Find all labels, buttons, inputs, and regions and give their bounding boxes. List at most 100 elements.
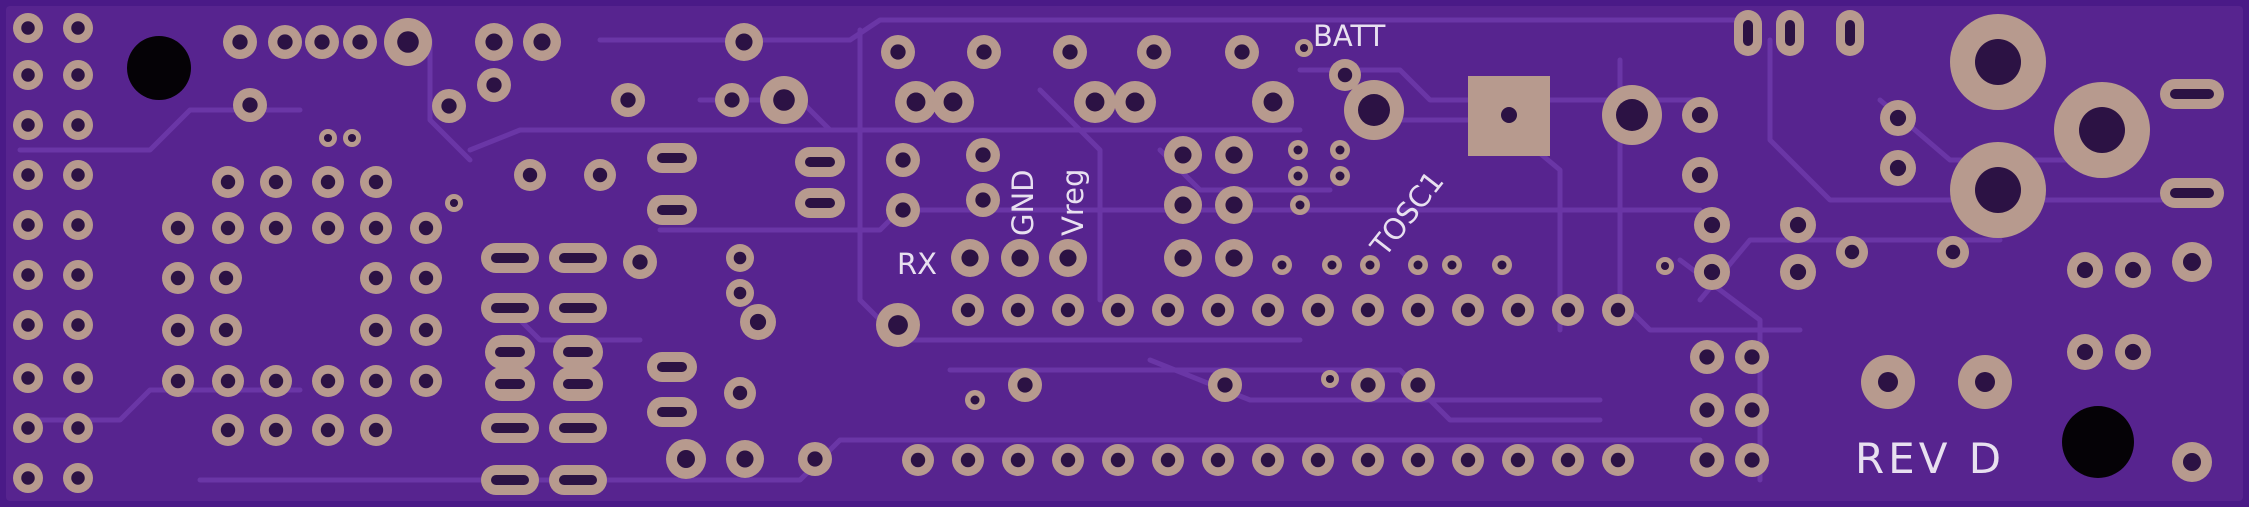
pad-32	[611, 83, 645, 117]
pad-drill	[1699, 349, 1715, 365]
pad-drill	[21, 371, 35, 385]
pad-35	[760, 76, 808, 124]
oval-slot	[1785, 20, 1795, 46]
pad-94	[967, 35, 1001, 69]
pad-drill	[533, 33, 551, 51]
pad-68	[549, 293, 607, 323]
trace-3	[467, 127, 1303, 153]
pad-drill	[1365, 260, 1375, 270]
mounting-hole-left	[127, 36, 191, 100]
pad-drill	[268, 422, 284, 438]
pad-drill	[1975, 372, 1995, 392]
batt-label: BATT	[1313, 19, 1386, 53]
pad-79	[795, 147, 845, 177]
pad-109	[886, 193, 920, 227]
pad-122	[1288, 140, 1308, 160]
pad-drill	[1789, 216, 1807, 234]
trace-2	[597, 17, 1753, 43]
pad-8	[13, 413, 43, 443]
pad-drill	[21, 218, 35, 232]
pad-drill	[71, 168, 85, 182]
pad-drill	[1460, 302, 1476, 318]
pad-drill	[961, 249, 979, 267]
mounting-hole-right	[2062, 406, 2134, 478]
pad-drill	[320, 422, 336, 438]
pad-82	[647, 397, 697, 427]
pad-drill	[975, 147, 991, 163]
pad-199	[2054, 82, 2150, 178]
pad-drill	[418, 220, 434, 236]
pad-140	[1880, 100, 1916, 136]
pad-drill	[976, 44, 992, 60]
pad-155	[1552, 294, 1584, 326]
pad-drill	[2076, 343, 2094, 361]
pad-drill	[1010, 302, 1026, 318]
pad-111	[966, 183, 1000, 217]
pad-drill	[2124, 261, 2142, 279]
pad-113	[1001, 239, 1039, 277]
pad-drill	[888, 315, 908, 335]
pad-51	[210, 314, 242, 346]
pad-131	[1442, 255, 1462, 275]
pad-181	[1735, 393, 1769, 427]
pad-71	[481, 465, 539, 495]
pad-37	[260, 166, 292, 198]
pad-12	[63, 110, 93, 140]
pad-27	[343, 129, 361, 147]
pad-70	[549, 413, 607, 443]
pad-149	[1252, 294, 1284, 326]
pad-116	[1164, 136, 1202, 174]
pad-41	[212, 212, 244, 244]
pad-182	[1690, 443, 1724, 477]
pad-drill	[170, 322, 186, 338]
pad-drill	[1225, 249, 1243, 267]
pad-drill	[1413, 260, 1423, 270]
pad-1	[13, 60, 43, 90]
pad-139	[1836, 236, 1868, 268]
vreg-label: Vreg	[1056, 169, 1090, 236]
pad-9	[13, 463, 43, 493]
pad-drill	[71, 268, 85, 282]
pad-drill	[1610, 302, 1626, 318]
pad-90	[666, 439, 706, 479]
pad-drill	[486, 77, 502, 93]
pad-108	[886, 143, 920, 177]
pad-drill	[71, 371, 85, 385]
pad-drill	[943, 92, 963, 112]
pad-106	[1602, 85, 1662, 145]
rx-label: RX	[897, 247, 937, 281]
oval-slot	[491, 253, 529, 263]
pad-drill	[1060, 302, 1076, 318]
pad-128	[1322, 255, 1342, 275]
pad-143	[952, 294, 984, 326]
oval-slot	[495, 379, 525, 389]
pad-158	[952, 444, 984, 476]
pad-146	[1102, 294, 1134, 326]
pad-drill	[1293, 145, 1303, 155]
oval-slot	[495, 347, 525, 357]
pad-drill	[21, 21, 35, 35]
pad-drill	[1310, 452, 1326, 468]
pad-drill	[368, 322, 384, 338]
pad-74	[553, 335, 603, 369]
pad-62	[312, 414, 344, 446]
pad-133	[1656, 257, 1674, 275]
pad-drill	[397, 31, 419, 53]
pad-48	[360, 262, 392, 294]
pad-drill	[1110, 302, 1126, 318]
pad-drill	[1110, 452, 1126, 468]
pad-13	[63, 160, 93, 190]
pad-drill	[1360, 302, 1376, 318]
pad-drill	[1335, 171, 1345, 181]
pad-drill	[1660, 261, 1670, 271]
pad-drill	[1017, 377, 1033, 393]
pad-34	[715, 83, 749, 117]
pad-drill	[268, 174, 284, 190]
pad-96	[1137, 35, 1171, 69]
pad-drill	[218, 322, 234, 338]
pad-99	[932, 81, 974, 123]
pad-81	[647, 352, 697, 382]
pad-77	[647, 143, 697, 173]
pad-drill	[1975, 167, 2021, 213]
